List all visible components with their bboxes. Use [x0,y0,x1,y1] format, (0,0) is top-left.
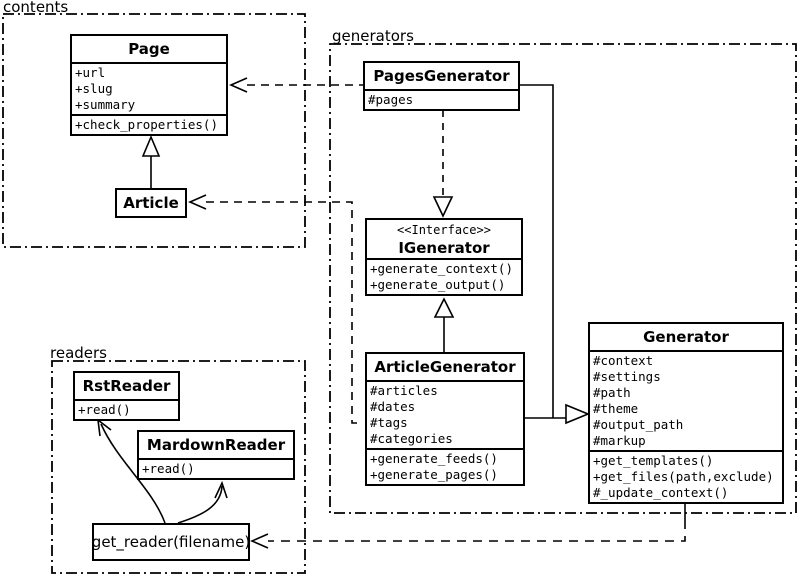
interface-igenerator: <<Interface>> IGenerator +generate_conte… [365,218,523,296]
class-article-title: Article [123,194,179,212]
interface-igenerator-methods: +generate_context() +generate_output() [367,258,521,294]
class-articlegenerator-title: ArticleGenerator [374,358,516,376]
class-mardownreader: MardownReader +read() [137,430,295,480]
dependency-line-generator-getreader [268,520,686,542]
class-page: Page +url +slug +summary +check_properti… [70,34,228,136]
package-label-contents: contents [3,0,69,16]
class-articlegenerator-methods: +generate_feeds() +generate_pages() [367,448,523,484]
class-rstreader-methods: +read() [75,399,178,419]
dependency-curve-getreader-mardownreader [177,485,223,524]
dependency-arrowhead-article [188,194,207,210]
interface-igenerator-title: IGenerator [398,239,490,257]
package-border-readers [51,360,306,574]
class-page-title: Page [128,40,170,58]
dependency-arrowhead-mardownreader [214,480,228,499]
class-generator-methods: +get_templates() +get_files(path,exclude… [590,450,782,502]
function-get-reader: get_reader(filename) [92,523,250,561]
inheritance-triangle-generator [565,403,591,425]
class-rstreader-title: RstReader [82,377,171,395]
class-pagesgenerator-title: PagesGenerator [373,67,510,85]
package-border-generators [329,43,797,514]
class-generator-attributes: #context #settings #path #theme #output_… [590,350,782,450]
class-page-methods: +check_properties() [72,114,226,134]
class-mardownreader-methods: +read() [139,458,293,478]
dependency-arrowhead-getreader [250,533,269,549]
package-border-contents [2,13,306,248]
function-get-reader-label: get_reader(filename) [91,533,251,551]
class-articlegenerator: ArticleGenerator #articles #dates #tags … [365,352,525,486]
class-pagesgenerator: PagesGenerator #pages [363,61,520,111]
class-articlegenerator-attributes: #articles #dates #tags #categories [367,380,523,448]
class-rstreader: RstReader +read() [73,371,180,421]
dependency-arrowhead-page [229,77,248,93]
inheritance-triangle-article-page [141,134,161,157]
class-page-attributes: +url +slug +summary [72,62,226,114]
class-generator: Generator #context #settings #path #them… [588,322,784,504]
package-label-generators: generators [332,27,414,45]
inheritance-line-pagesgenerator-generator [520,84,554,418]
class-mardownreader-title: MardownReader [146,436,286,454]
interface-igenerator-header: <<Interface>> IGenerator [367,220,521,258]
package-label-readers: readers [50,344,107,362]
class-pagesgenerator-attributes: #pages [365,89,518,109]
class-generator-title: Generator [643,328,729,346]
class-article: Article [115,188,187,218]
dependency-arrowhead-rstreader [96,418,112,437]
dependency-curve-getreader-rstreader [100,423,166,524]
interface-stereotype: <<Interface>> [397,223,491,237]
dependency-line-articlegenerator-article [206,201,363,424]
realization-triangle-igenerator-bottom [433,297,455,318]
realization-triangle-igenerator-top [432,196,454,218]
